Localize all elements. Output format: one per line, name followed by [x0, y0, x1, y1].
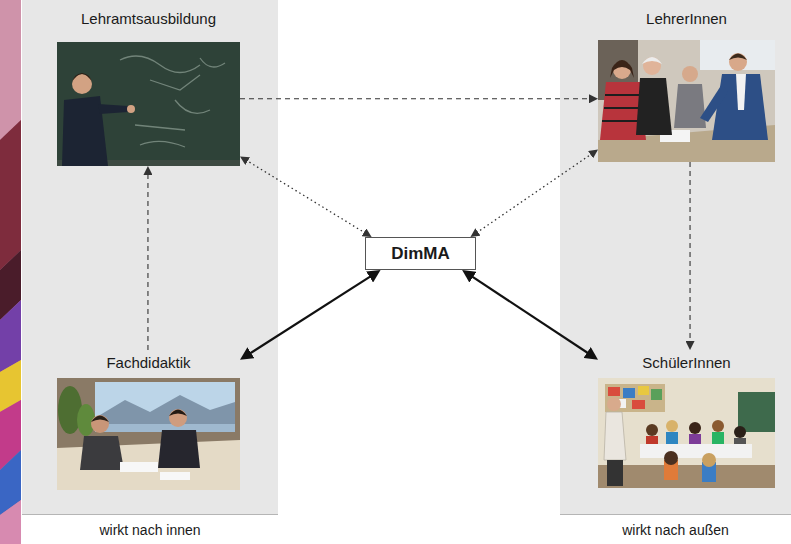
- photo-item: Lehramtsausbildung: [57, 6, 240, 166]
- solid-arrow: [465, 272, 594, 357]
- photo-item: LehrerInnen: [598, 6, 775, 162]
- item-heading: LehrerInnen: [646, 9, 727, 29]
- dotted-arrow: [472, 151, 596, 236]
- dashed-arrow: [240, 98, 596, 99]
- dashed-arrow: [147, 168, 148, 350]
- panel-caption: wirkt nach innen: [99, 521, 200, 539]
- item-heading: Fachdidaktik: [106, 353, 190, 373]
- item-heading: Lehramtsausbildung: [81, 9, 216, 29]
- photo-item: SchülerInnen: [598, 350, 775, 488]
- dotted-arrow: [242, 157, 370, 236]
- central-box: DimMA: [365, 237, 476, 270]
- photo-lecture: [57, 42, 240, 166]
- photo-item: Fachdidaktik: [57, 350, 240, 490]
- side-photo-strip: [0, 0, 21, 544]
- solid-arrow: [243, 272, 377, 357]
- photo-meeting: [57, 378, 240, 490]
- box-label: DimMA: [391, 244, 450, 264]
- photo-classroom: [598, 378, 775, 488]
- group-panel: LehramtsausbildungFachdidaktikwirkt nach…: [22, 0, 278, 515]
- panel-caption: wirkt nach außen: [622, 521, 729, 539]
- photo-teachers: [598, 40, 775, 162]
- group-panel: LehrerInnenSchülerInnenwirkt nach außen: [560, 0, 791, 515]
- item-heading: SchülerInnen: [642, 353, 730, 373]
- dashed-arrow: [689, 162, 690, 348]
